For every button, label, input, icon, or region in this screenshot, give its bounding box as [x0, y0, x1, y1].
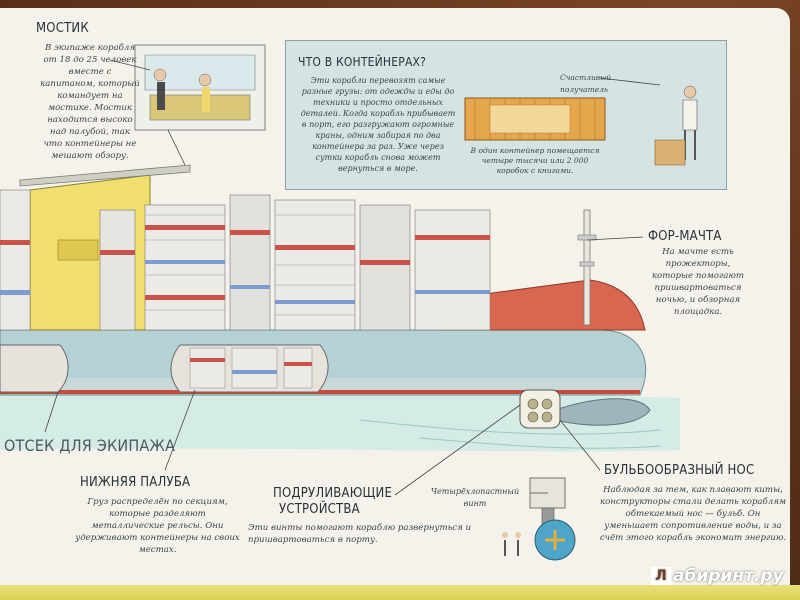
container-stacks: [0, 189, 491, 331]
bridge-text: В экипаже корабля от 18 до 25 человек вм…: [40, 43, 140, 161]
watermark-text: абиринт.ру: [673, 566, 784, 586]
bow-deck: [439, 279, 646, 331]
labirint-logo-icon: Л: [651, 567, 671, 585]
propeller-label: Четырёхлопастный винт: [430, 487, 520, 508]
crew-compartment-title: ОТСЕК ДЛЯ ЭКИПАЖА: [4, 436, 176, 455]
bow-thruster-window: [519, 389, 561, 429]
person-label: Счастливый получатель: [560, 73, 612, 94]
thrusters-text: Эти винты помогают кораблю развернуться …: [248, 523, 472, 545]
thrusters-title-line2: УСТРОЙСТВА: [279, 502, 360, 517]
foremast-text: На мачте есть прожекторы, которые помога…: [651, 247, 745, 317]
sea-water: [0, 387, 680, 452]
person-with-box: [654, 85, 698, 166]
containers-box-title: ЧТО В КОНТЕЙНЕРАХ?: [298, 55, 427, 69]
lower-deck-text: Груз распределён по секциям, которые раз…: [75, 497, 240, 555]
bulbous-bow-text: Наблюдая за тем, как плавают киты, конст…: [599, 485, 787, 543]
bridge-title: МОСТИК: [36, 21, 89, 36]
side-thruster-illustration: [502, 477, 576, 561]
bulbous-bow-title: БУЛЬБООБРАЗНЫЙ НОС: [604, 463, 755, 478]
foremast-pole: [583, 209, 591, 326]
foremast-title: ФОР-МАЧТА: [648, 229, 722, 244]
thrusters-title-line1: ПОДРУЛИВАЮЩИЕ: [273, 486, 393, 501]
containers-box-text: Эти корабли перевозят самые разные грузы…: [300, 76, 456, 173]
container-illustration: [464, 97, 606, 141]
container-caption: В один контейнер помещается четыре тысяч…: [470, 146, 600, 175]
bulbous-bow: [554, 398, 651, 426]
lower-deck-title: НИЖНЯЯ ПАЛУБА: [80, 475, 191, 490]
page-edge: [0, 585, 800, 600]
crew-compartment-cutaway: [0, 344, 69, 393]
